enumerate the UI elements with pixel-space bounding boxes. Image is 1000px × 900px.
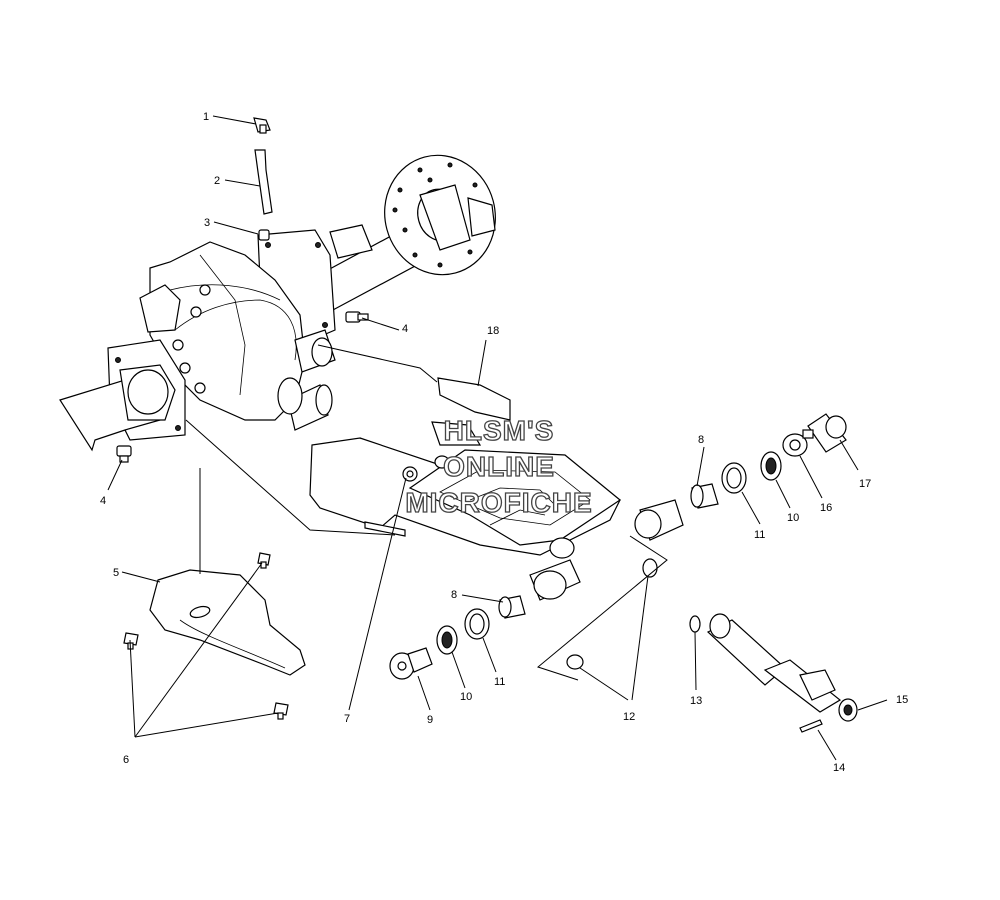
bushing-part-8-upper [690, 483, 719, 509]
callout-8-upper: 8 [698, 434, 704, 446]
swing-arm-frame [309, 437, 684, 601]
callout-1: 1 [203, 111, 209, 123]
race-part-11-upper [721, 462, 747, 494]
callout-6: 6 [123, 754, 129, 766]
watermark: HLSM'S ONLINE MICROFICHE [405, 414, 593, 518]
callout-labels: 1 2 3 4 4 5 6 7 8 8 9 10 10 11 11 12 13 … [100, 111, 908, 774]
callout-4-upper: 4 [402, 323, 408, 335]
pivot-bolt-part-9 [389, 647, 433, 680]
bearing-part-10-lower [436, 625, 458, 655]
callout-17: 17 [859, 478, 871, 490]
callout-11-upper: 11 [754, 529, 765, 541]
hose-part-2 [254, 149, 273, 215]
callout-16: 16 [820, 502, 832, 514]
leader-lines [107, 115, 888, 761]
callout-3: 3 [204, 217, 210, 229]
callout-8-lower: 8 [451, 589, 457, 601]
watermark-line-1: HLSM'S [444, 415, 555, 446]
callout-18: 18 [487, 325, 499, 337]
callout-12: 12 [623, 711, 635, 723]
bracket-part-18 [431, 377, 511, 446]
watermark-line-3: MICROFICHE [405, 487, 592, 518]
fitting-part-17 [802, 413, 847, 453]
callout-14: 14 [833, 762, 845, 774]
bolt-part-4-upper [345, 311, 369, 323]
bolt-part-4-lower [116, 445, 132, 463]
o-ring-part-13 [689, 615, 701, 633]
callout-7: 7 [344, 713, 350, 725]
pin-part-14 [799, 719, 823, 733]
callout-2: 2 [214, 175, 220, 187]
rear-axle-assembly [59, 154, 496, 452]
bushing-part-8-lower [498, 595, 526, 619]
callout-10-lower: 10 [460, 691, 472, 703]
guard-plate-part-5 [149, 569, 306, 676]
drive-shaft-part-15 [706, 613, 858, 722]
race-part-11-lower [464, 608, 490, 640]
bolt-part-1 [253, 117, 271, 134]
bolt-part-6-b [123, 632, 139, 650]
nut-part-7 [402, 466, 418, 482]
callout-5: 5 [113, 567, 119, 579]
seal-part-12-a [566, 654, 584, 670]
callout-15: 15 [896, 694, 908, 706]
nut-part-16 [782, 433, 808, 457]
bearing-part-10-upper [760, 451, 782, 481]
callout-10-upper: 10 [787, 512, 799, 524]
callout-9: 9 [427, 714, 433, 726]
callout-13: 13 [690, 695, 702, 707]
cap-part-3 [258, 229, 270, 241]
callout-4-lower: 4 [100, 495, 106, 507]
bolt-part-6-c [273, 702, 289, 720]
watermark-line-2: ONLINE [443, 451, 555, 482]
callout-11-lower: 11 [494, 676, 505, 688]
